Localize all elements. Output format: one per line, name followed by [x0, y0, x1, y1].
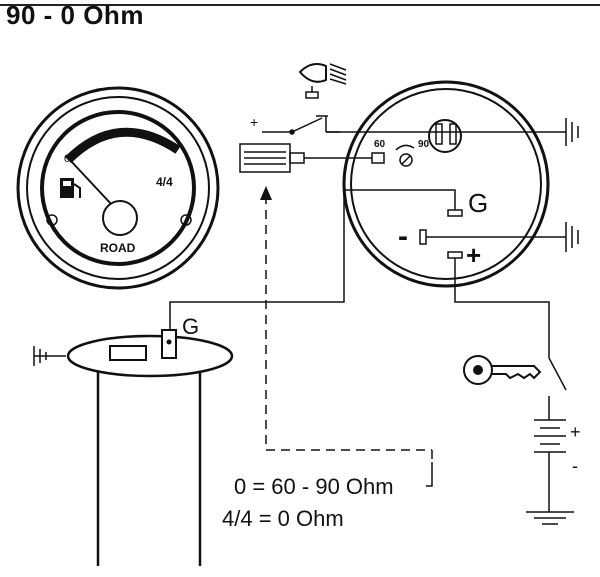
dashed-indicator-line — [265, 195, 433, 462]
formula-bracket — [426, 462, 433, 487]
sender-60-label: 60 — [374, 139, 386, 150]
fuel-gauge — [16, 86, 220, 290]
terminal-g-label: G — [468, 188, 488, 218]
gauge-brand-label: ROAD — [100, 241, 136, 255]
gauge-full-mark: 4/4 — [156, 175, 173, 189]
connector-plug — [239, 143, 385, 173]
ground-symbol-top — [326, 118, 579, 146]
dashed-arrow-head — [260, 186, 272, 200]
terminal-minus-label: - — [398, 220, 408, 253]
diagram-title: 90 - 0 Ohm — [6, 0, 144, 30]
battery-minus-label: - — [572, 456, 578, 476]
ground-symbol-middle — [426, 222, 579, 252]
top-border-line — [0, 4, 600, 6]
ignition-key-icon — [463, 355, 542, 385]
battery-plus-label: + — [570, 422, 581, 442]
terminal-plus-label: + — [466, 240, 481, 270]
switch-plus-label: + — [250, 114, 258, 130]
bulb-icon — [298, 63, 347, 99]
fuel-pump-icon — [60, 178, 81, 198]
sender-90-label: 90 — [418, 139, 430, 150]
formula-line-2: 4/4 = 0 Ohm — [222, 506, 344, 531]
tank-sender — [33, 329, 234, 566]
gauge-empty-mark: 0 — [64, 153, 70, 165]
wires — [169, 189, 574, 525]
formula-line-1: 0 = 60 - 90 Ohm — [234, 474, 394, 499]
tank-terminal-g-label: G — [182, 314, 199, 339]
sender-module — [342, 80, 550, 288]
